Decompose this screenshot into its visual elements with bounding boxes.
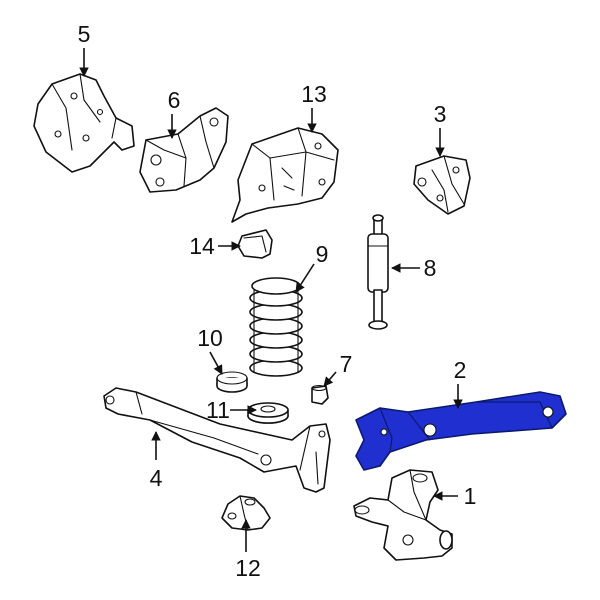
part-6-bracket[interactable] — [139, 107, 229, 193]
callout-8: 8 — [424, 255, 437, 281]
leader-arrows — [79, 48, 463, 552]
part-3-bracket[interactable] — [413, 155, 471, 215]
part-9-coil-spring[interactable] — [249, 277, 303, 377]
part-13-bracket[interactable] — [231, 127, 339, 223]
leader-10 — [209, 351, 223, 375]
part-2-radius-arm[interactable] — [355, 391, 567, 471]
leader-9 — [295, 263, 315, 293]
callout-13: 13 — [301, 81, 327, 107]
callout-3: 3 — [434, 101, 447, 127]
callout-5: 5 — [78, 21, 91, 47]
callout-labels: 5 6 13 3 14 8 9 10 7 11 2 4 1 12 — [78, 21, 477, 581]
part-10-insulator[interactable] — [216, 371, 248, 393]
part-4-axle-beam[interactable] — [103, 387, 331, 493]
part-8-shock-absorber[interactable] — [367, 214, 389, 330]
part-1-spindle[interactable] — [353, 469, 453, 561]
part-12-bracket[interactable] — [221, 495, 271, 531]
callout-6: 6 — [168, 87, 181, 113]
callout-10: 10 — [197, 325, 223, 351]
callout-12: 12 — [235, 555, 261, 581]
part-7-bushing[interactable] — [311, 384, 329, 405]
part-11-retainer[interactable] — [247, 402, 289, 424]
callout-11: 11 — [206, 397, 230, 423]
callout-9: 9 — [316, 241, 329, 267]
callout-14: 14 — [189, 233, 215, 259]
callout-1: 1 — [464, 483, 477, 509]
callout-2: 2 — [454, 357, 467, 383]
callout-4: 4 — [150, 465, 163, 491]
leader-7 — [323, 371, 337, 387]
callout-7: 7 — [340, 351, 353, 377]
part-14-bump-stop[interactable] — [237, 229, 273, 259]
part-5-bracket[interactable] — [33, 73, 135, 173]
